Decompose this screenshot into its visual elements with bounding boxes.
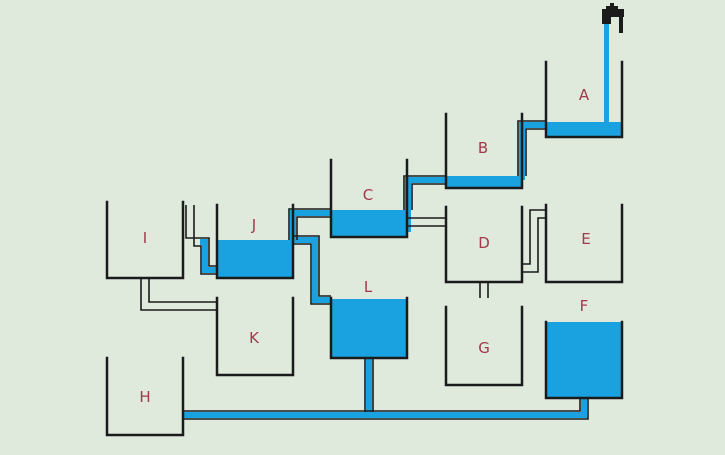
tank-label-g: G [478, 339, 490, 357]
tank-label-e: E [581, 230, 590, 248]
tank-f-outline [544, 320, 624, 400]
water-tap-icon [602, 3, 624, 33]
tank-b-outline [444, 112, 524, 190]
pipes [140, 120, 589, 420]
pipe-c-j [288, 208, 331, 240]
tank-h-outline [105, 356, 185, 437]
pipe-i-k [140, 278, 217, 311]
tank-c-water [331, 210, 407, 237]
pipe-j-l-water [293, 237, 331, 303]
tank-e-outline [544, 203, 624, 284]
tank-a-outline [544, 60, 624, 139]
tank-l-outline [329, 296, 409, 360]
pipe-c-d [407, 217, 446, 227]
pipe-j-left-water [200, 239, 217, 273]
pipe-j-left [185, 205, 217, 275]
pipe-a-b [517, 120, 546, 176]
tank-label-a: A [579, 86, 590, 104]
tank-f-water [546, 322, 622, 398]
tank-label-k: K [249, 329, 260, 347]
tank-label-h: H [139, 388, 150, 406]
tank-label-c: C [363, 186, 373, 204]
pipe-j-l [293, 235, 331, 305]
tank-d-outline [444, 205, 524, 284]
tank-label-i: I [143, 229, 147, 247]
tank-k-outline [215, 296, 295, 377]
tank-b-water [446, 176, 522, 188]
pipe-bottom-water [184, 412, 584, 418]
tank-label-b: B [478, 139, 488, 157]
tank-c-outline [329, 158, 409, 239]
pipe-d-e [522, 209, 546, 273]
pipe-bottom [183, 398, 589, 420]
tank-g-outline [444, 305, 524, 387]
tank-label-j: J [251, 216, 256, 234]
pipe-l-down-water [366, 358, 372, 416]
tank-label-f: F [580, 297, 589, 315]
tank-walls [105, 60, 624, 437]
pipe-b-c [403, 175, 446, 210]
tank-a-water [546, 122, 622, 137]
tank-j-outline [215, 203, 295, 280]
tank-i-outline [105, 200, 185, 280]
tank-label-l: L [364, 278, 373, 296]
tank-labels: A B C D E F G H I J K L [139, 86, 590, 406]
tank-label-d: D [478, 234, 490, 252]
tap-stream [604, 24, 609, 122]
pipe-l-down [364, 358, 374, 412]
tank-l-water [331, 299, 407, 358]
pipe-b-c-water [405, 177, 446, 232]
pipe-f-down-water [581, 398, 587, 418]
tank-j-water [217, 240, 293, 278]
pipe-d-g [479, 282, 489, 298]
